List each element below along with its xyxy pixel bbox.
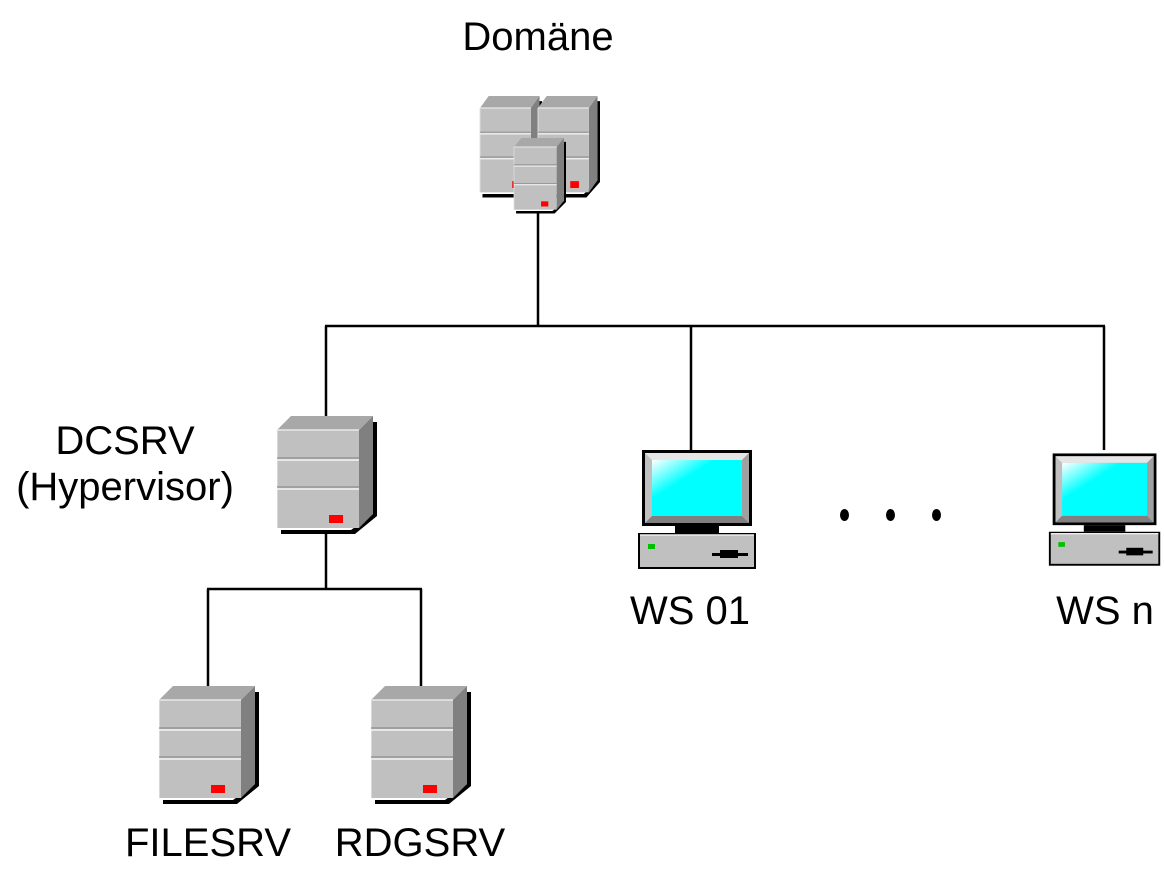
dcsrv-name: DCSRV [55,419,195,463]
dcsrv-server-icon[interactable] [277,416,379,536]
filesrv-server-icon[interactable] [159,686,261,806]
wsn-workstation-icon[interactable] [1047,450,1164,572]
domain-label: Domäne [462,15,614,59]
rdgsrv-label: RDGSRV [334,821,506,865]
ellipsis-dot [886,509,895,521]
ellipsis-dot [840,509,849,521]
dcsrv-label: DCSRV (Hypervisor) [0,418,250,510]
ws01-workstation-icon[interactable] [636,450,760,572]
rdgsrv-server-icon[interactable] [371,686,473,806]
ws01-label: WS 01 [629,589,751,633]
ellipsis-dot [932,509,941,521]
domain-server-cluster-icon[interactable] [478,96,602,216]
wsn-label: WS n [1056,589,1154,633]
filesrv-label: FILESRV [125,821,291,865]
dcsrv-role: (Hypervisor) [16,465,234,509]
